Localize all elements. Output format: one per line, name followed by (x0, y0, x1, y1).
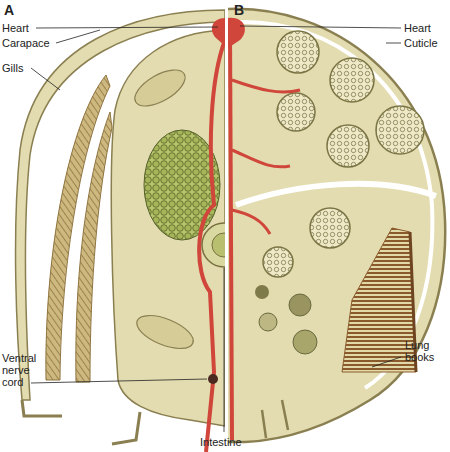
part-label: Cuticle (404, 37, 438, 49)
heart (228, 18, 245, 48)
silk-gland (310, 208, 350, 248)
heart (212, 18, 225, 46)
panel-letter: A (4, 2, 14, 18)
cuticle-inner (240, 22, 432, 388)
blood-vessel (232, 80, 300, 234)
silk-gland (330, 58, 374, 102)
spider-section (228, 9, 445, 442)
silk-gland (327, 125, 369, 167)
body-wall (111, 30, 225, 426)
silk-gland (277, 31, 319, 73)
leader-line (31, 68, 60, 90)
part-label: Ventral nerve cord (2, 352, 52, 388)
leader-line (386, 43, 401, 44)
crustacean-section (16, 10, 225, 452)
organ (132, 309, 197, 356)
part-label: Carapace (2, 37, 50, 49)
intestine-lumen (212, 233, 225, 257)
leader-line (240, 26, 401, 28)
part-label: Intestine (200, 436, 242, 448)
part-label: Lung books (405, 339, 445, 363)
organ (129, 63, 190, 114)
appendage (262, 400, 288, 438)
leg (22, 400, 62, 416)
part-label: Heart (2, 22, 29, 34)
silk-gland (255, 285, 269, 299)
half-divider (226, 0, 228, 452)
part-label: Gills (2, 62, 23, 74)
silk-gland (277, 93, 315, 131)
silk-gland (259, 313, 277, 331)
blood-vessel (230, 30, 232, 440)
leader-line (224, 268, 225, 432)
nerve-cord (208, 374, 218, 384)
gill (76, 112, 112, 382)
silk-gland (289, 294, 311, 316)
part-label: Heart (404, 22, 431, 34)
lung-books (342, 228, 416, 372)
digestive-gland (144, 130, 220, 240)
silk-gland (376, 106, 424, 154)
panel-letter: B (234, 2, 244, 18)
leader-line (372, 357, 401, 367)
cuticle (228, 9, 445, 442)
silk-gland (263, 247, 293, 277)
leg (112, 412, 140, 444)
silk-gland (293, 330, 317, 354)
leader-line (56, 30, 100, 43)
leader-line (36, 27, 218, 28)
leader-line (31, 379, 207, 383)
intestine (202, 223, 225, 267)
body-gap (236, 184, 436, 205)
leader-line (31, 26, 401, 432)
